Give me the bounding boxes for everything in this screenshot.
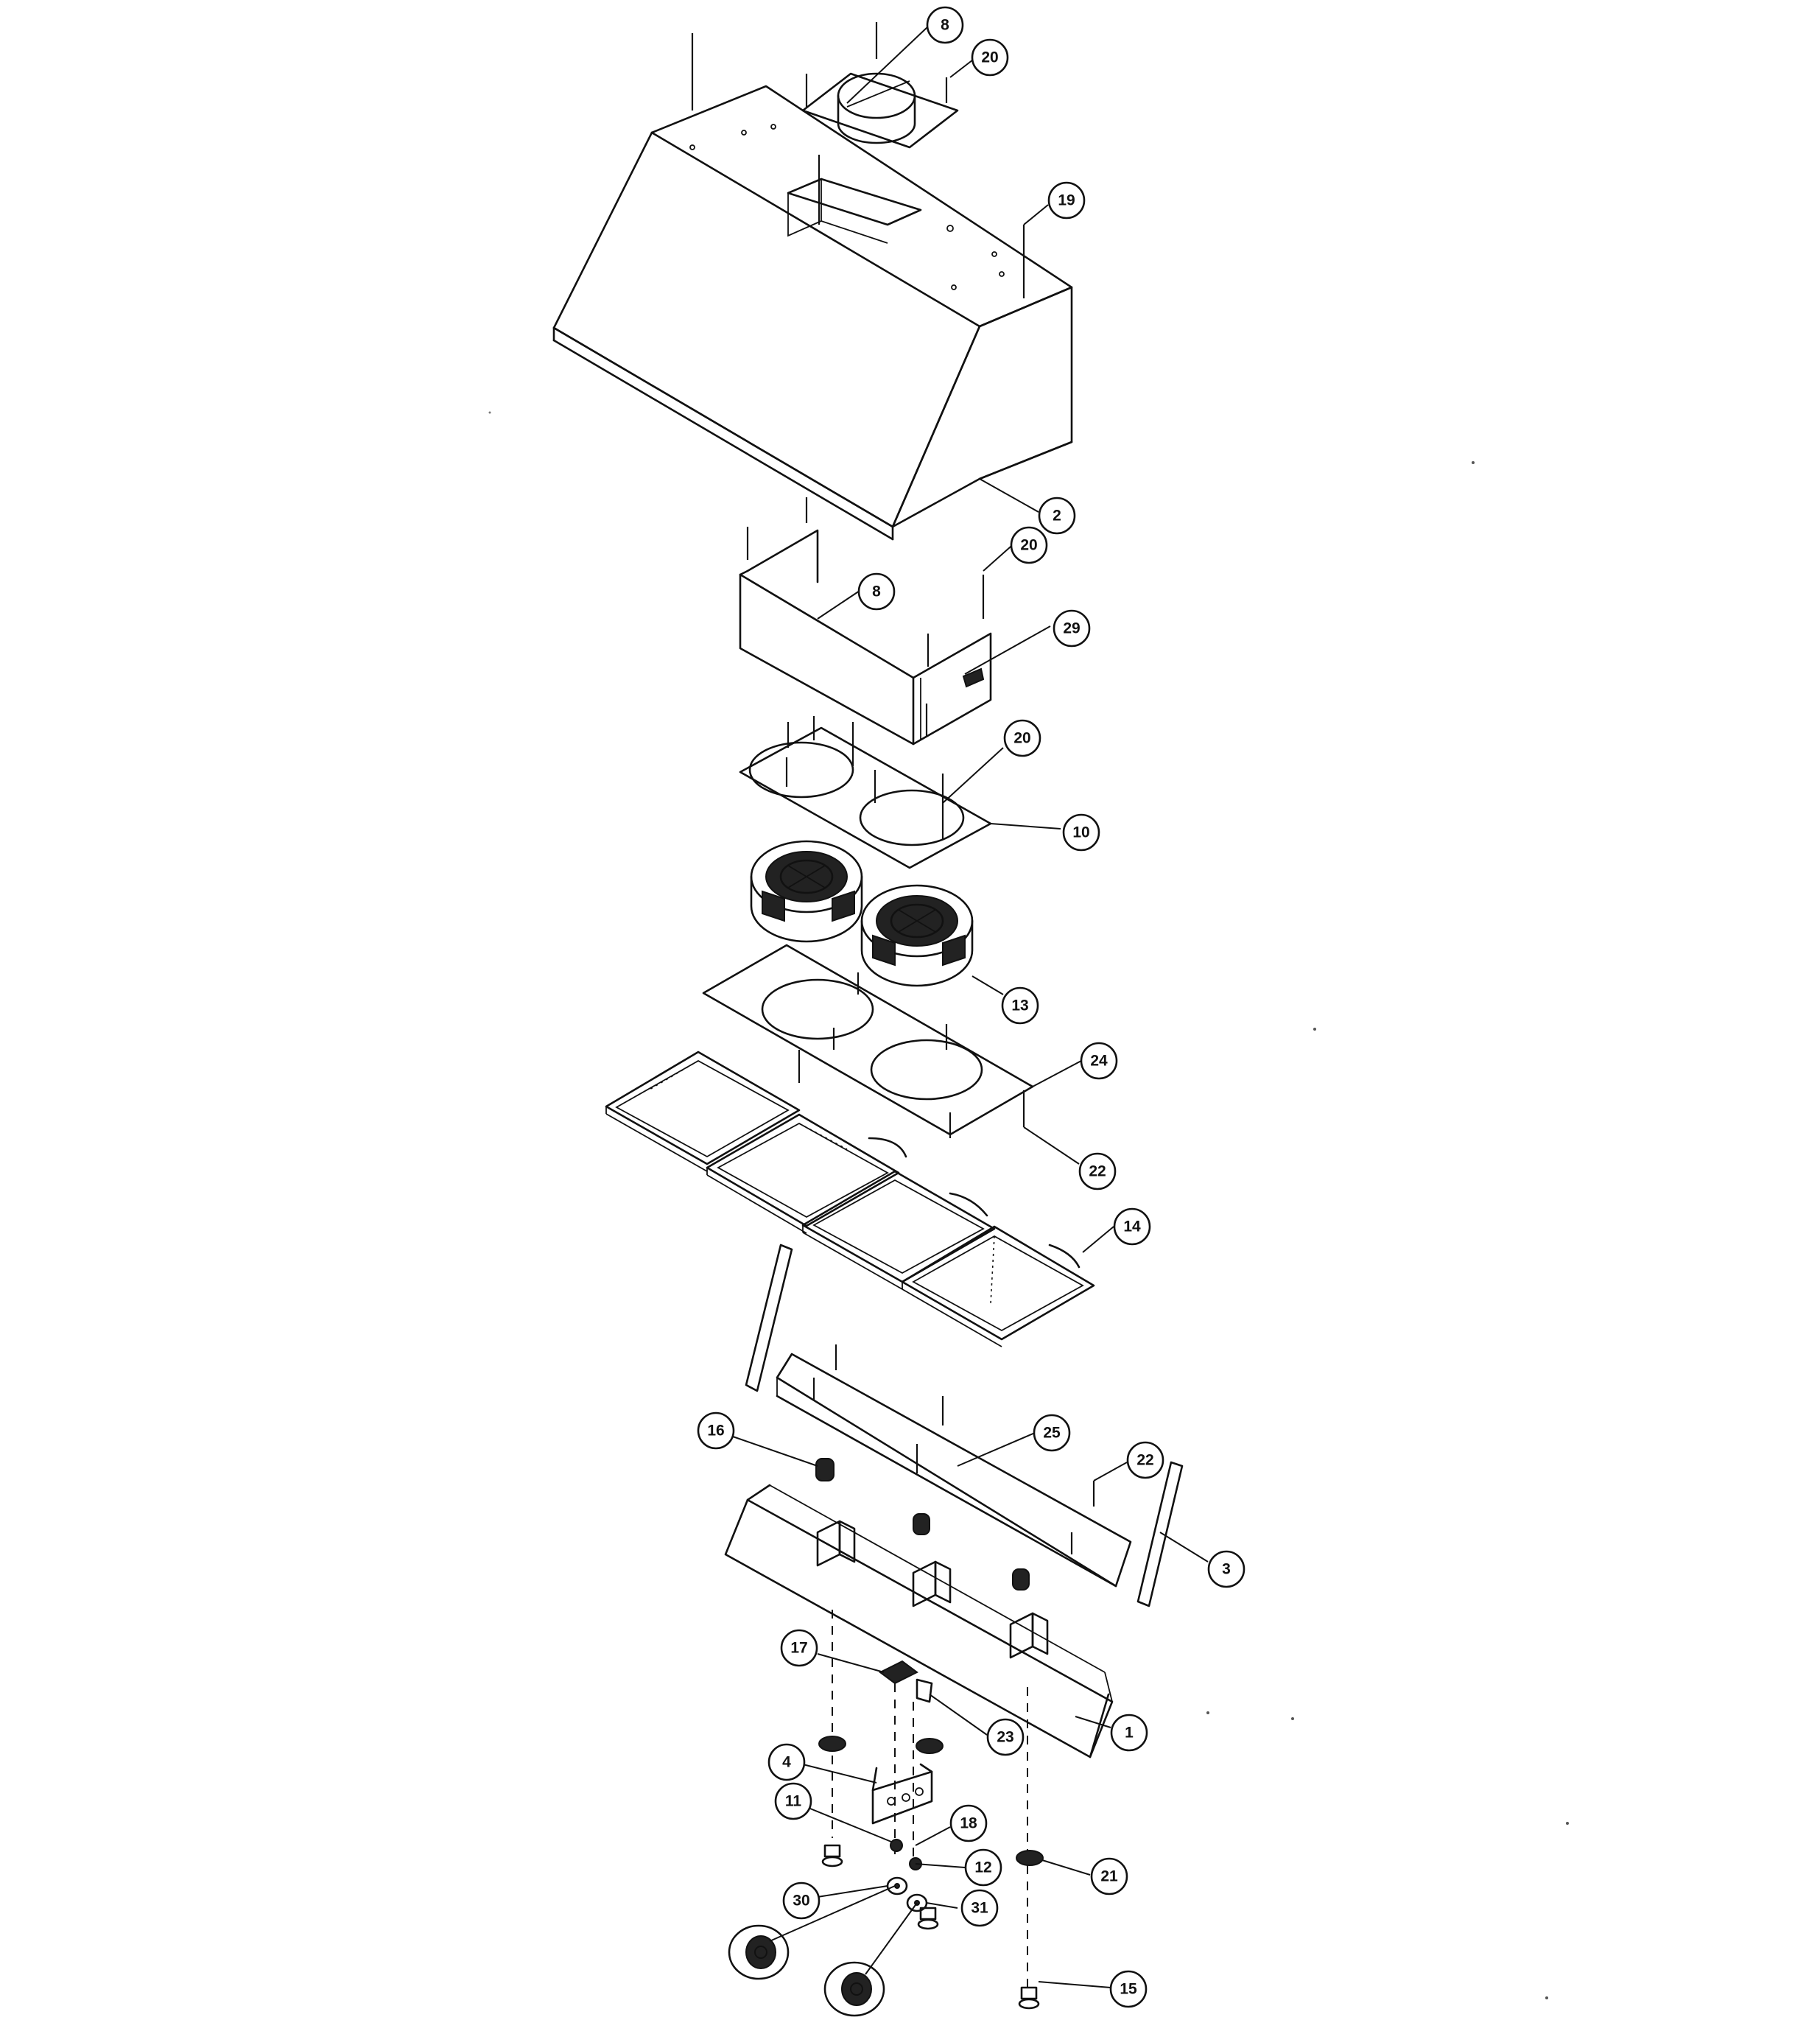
callout-label: 25 xyxy=(1043,1425,1061,1442)
callout-21: 21 xyxy=(1090,1857,1128,1895)
callout-31: 31 xyxy=(960,1889,999,1927)
callout-label: 24 xyxy=(1090,1053,1108,1070)
callout-label: 23 xyxy=(997,1729,1013,1746)
side-trim-left xyxy=(745,1244,793,1392)
callout-label: 20 xyxy=(1013,730,1030,747)
callout-20-plate: 20 xyxy=(1003,719,1041,757)
callout-label: 31 xyxy=(971,1900,988,1917)
callout-14: 14 xyxy=(1113,1207,1151,1246)
callout-17: 17 xyxy=(780,1629,818,1667)
mounting-plate xyxy=(739,716,992,869)
leader-lines xyxy=(732,26,1209,1988)
callout-label: 8 xyxy=(872,583,881,600)
callout-label: 2 xyxy=(1053,508,1061,525)
front-panel xyxy=(776,1344,1132,1588)
top-screws xyxy=(691,22,1025,298)
hardware-fasteners xyxy=(818,1610,1044,2010)
callout-label: 1 xyxy=(1125,1725,1134,1742)
callout-2: 2 xyxy=(1038,497,1076,535)
callout-4: 4 xyxy=(767,1743,806,1781)
callout-22-panel: 22 xyxy=(1126,1441,1164,1479)
callout-label: 21 xyxy=(1100,1868,1118,1885)
callout-label: 19 xyxy=(1058,192,1075,209)
callout-label: 14 xyxy=(1123,1218,1141,1235)
callout-20-top: 20 xyxy=(971,38,1009,77)
callout-25: 25 xyxy=(1033,1414,1071,1452)
callout-1: 1 xyxy=(1110,1714,1148,1752)
scan-specks xyxy=(488,411,1569,1999)
grease-filters xyxy=(605,1051,1095,1347)
callout-11: 11 xyxy=(774,1782,812,1820)
callout-label: 22 xyxy=(1136,1452,1153,1469)
callout-16: 16 xyxy=(697,1411,735,1450)
callout-label: 8 xyxy=(941,17,949,34)
side-trim-right xyxy=(1136,1461,1184,1607)
switch-assembly xyxy=(871,1660,933,1825)
callout-8-top: 8 xyxy=(926,6,964,44)
callout-3: 3 xyxy=(1207,1550,1245,1588)
callout-12: 12 xyxy=(964,1848,1002,1887)
light-channel xyxy=(724,1458,1114,1758)
callout-label: 15 xyxy=(1120,1981,1137,1998)
callout-label: 4 xyxy=(782,1754,791,1771)
callout-label: 20 xyxy=(981,49,998,66)
callout-label: 13 xyxy=(1011,997,1028,1014)
callout-label: 30 xyxy=(793,1893,809,1909)
callout-24: 24 xyxy=(1080,1042,1118,1080)
callout-19: 19 xyxy=(1047,181,1086,220)
control-knob-right xyxy=(823,1961,885,2017)
callout-label: 17 xyxy=(790,1640,807,1657)
callout-13: 13 xyxy=(1001,986,1039,1025)
callout-8-housing: 8 xyxy=(857,572,896,611)
callout-label: 12 xyxy=(974,1859,991,1876)
callout-label: 3 xyxy=(1222,1561,1231,1578)
callout-18: 18 xyxy=(949,1804,988,1842)
callout-15: 15 xyxy=(1109,1970,1148,2008)
blower-fan-right xyxy=(860,884,974,987)
callout-label: 29 xyxy=(1063,620,1080,637)
blower-housing xyxy=(739,529,992,746)
light-sockets xyxy=(816,1520,1049,1659)
callout-23: 23 xyxy=(986,1718,1025,1756)
hood-shell xyxy=(552,72,1073,541)
callout-label: 10 xyxy=(1072,824,1089,841)
callout-29: 29 xyxy=(1053,609,1091,648)
callout-22-baffle: 22 xyxy=(1078,1152,1117,1190)
callout-label: 18 xyxy=(960,1815,977,1832)
baffle-plate xyxy=(702,944,1034,1138)
callout-label: 16 xyxy=(707,1423,724,1439)
callout-label: 20 xyxy=(1020,537,1037,554)
callout-30: 30 xyxy=(782,1882,821,1920)
light-bulbs xyxy=(815,1458,1030,1591)
control-knob-left xyxy=(728,1924,790,1980)
callout-10: 10 xyxy=(1062,813,1100,852)
callout-label: 11 xyxy=(785,1793,802,1810)
blower-fan-left xyxy=(750,840,863,943)
callout-20-housing: 20 xyxy=(1010,526,1048,564)
housing-screws xyxy=(746,497,985,737)
callout-label: 22 xyxy=(1089,1163,1106,1180)
